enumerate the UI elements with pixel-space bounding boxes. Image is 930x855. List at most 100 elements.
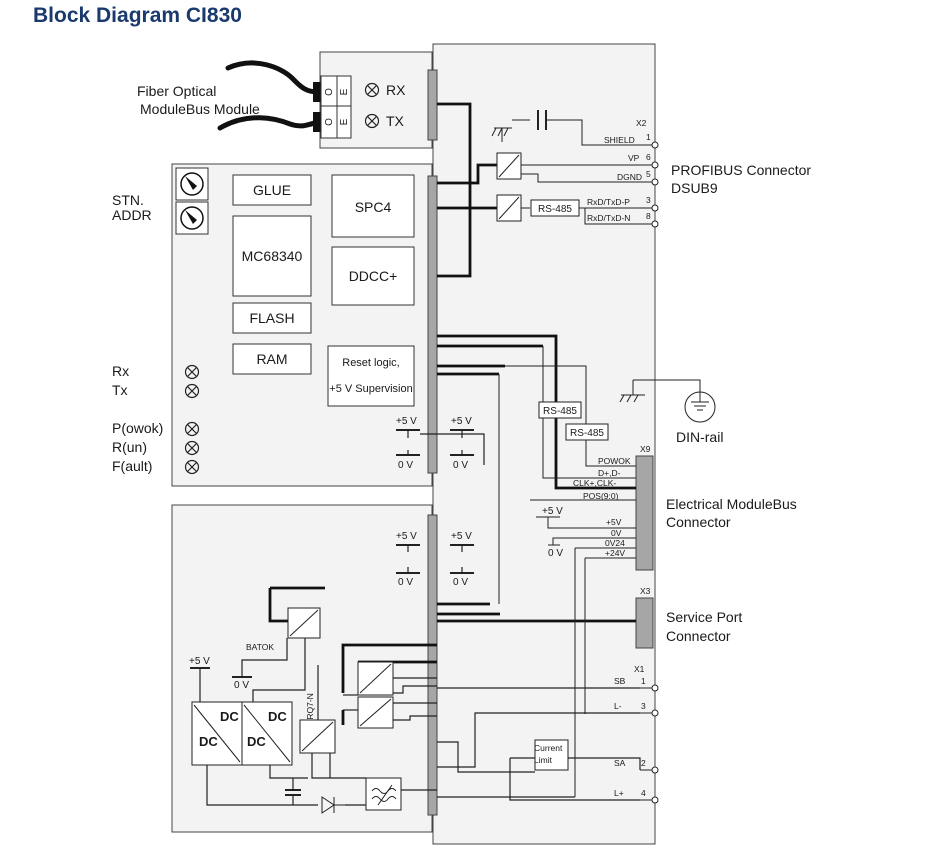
mb-clk: CLK+,CLK- xyxy=(573,478,616,488)
bus-power xyxy=(427,514,438,816)
led-indicators xyxy=(184,364,200,475)
modulebus-connector-id: X9 xyxy=(640,444,651,454)
pwr-0v-2: 0 V xyxy=(453,577,468,588)
rs485-profibus-label: RS-485 xyxy=(538,204,572,215)
cpu-0v-2: 0 V xyxy=(453,460,468,471)
glue-block xyxy=(232,174,312,206)
dc-plus5v: +5 V xyxy=(189,656,210,667)
current-limit-line1: Current xyxy=(534,743,563,753)
addr-label: ADDR xyxy=(112,207,152,223)
bus-cpu xyxy=(427,175,438,474)
rs485-modulebus-2 xyxy=(565,423,609,441)
spc4-label: SPC4 xyxy=(355,199,392,215)
x1-sa-no: 2 xyxy=(641,758,646,768)
svg-text:E: E xyxy=(339,88,350,95)
pin-rxdp-no: 3 xyxy=(646,195,651,205)
mb-plus24v: +24V xyxy=(605,548,625,558)
modulebus-connector-bar xyxy=(635,455,654,571)
mb-powok: POWOK xyxy=(598,456,631,466)
pin-dgnd-no: 5 xyxy=(646,169,651,179)
mb-pos: POS(9:0) xyxy=(583,491,619,501)
pin-rxdp: RxD/TxD-P xyxy=(587,197,630,207)
reset-logic-block xyxy=(327,345,415,407)
flash-label: FLASH xyxy=(249,310,294,326)
pin-shield: SHIELD xyxy=(604,135,635,145)
main-enclosure xyxy=(432,43,656,845)
mb-0v24: 0V24 xyxy=(605,538,625,548)
mc68340-block xyxy=(232,215,312,297)
x1-sa: SA xyxy=(614,758,626,768)
modulebus-wiring xyxy=(498,346,636,797)
fiber-rx-led xyxy=(364,82,380,98)
filter-icon xyxy=(365,777,402,811)
cpu-plus5v-2: +5 V xyxy=(451,416,472,427)
led-tx-label: Tx xyxy=(112,382,128,398)
power-board-symbols xyxy=(190,544,641,806)
pin-rxdn: RxD/TxD-N xyxy=(587,213,630,223)
svg-text:O: O xyxy=(324,118,335,126)
ddcc-block xyxy=(331,246,415,306)
profibus-optocoupler-icon xyxy=(496,152,522,222)
station-address-switch-icon xyxy=(175,167,209,235)
batok-label: BATOK xyxy=(246,642,274,652)
rs485-modulebus-2-label: RS-485 xyxy=(570,428,604,439)
profibus-wiring xyxy=(496,110,652,225)
x1-sb: SB xyxy=(614,676,626,686)
ram-label: RAM xyxy=(256,351,287,367)
pin-vp-no: 6 xyxy=(646,152,651,162)
power-optocoupler-icon xyxy=(287,607,394,754)
profibus-pin-circles xyxy=(651,141,659,228)
current-limit-line2: Limit xyxy=(534,755,553,765)
mb-plus5v: +5V xyxy=(606,517,622,527)
diode-icon xyxy=(321,796,345,814)
mb-0v: 0V xyxy=(611,528,622,538)
mb-0v-sym: 0 V xyxy=(548,548,563,559)
bus-fiber xyxy=(427,69,438,141)
dc-dc-converter-icon xyxy=(191,701,293,766)
pwr-0v-1: 0 V xyxy=(398,577,413,588)
service-name-2: Connector xyxy=(666,628,731,644)
mb-plus5v-sym: +5 V xyxy=(542,506,563,517)
cpu-power-symbols xyxy=(396,429,485,465)
fiber-label-line1: Fiber Optical xyxy=(137,83,216,99)
dc2-in: DC xyxy=(268,709,287,724)
led-p-label: P(owok) xyxy=(112,420,163,436)
reset-logic-label-2: +5 V Supervision xyxy=(329,383,412,395)
modulebus-name-2: Connector xyxy=(666,514,731,530)
rs485-modulebus-1-label: RS-485 xyxy=(543,406,577,417)
fiber-rx-label: RX xyxy=(386,82,406,98)
x1-sb-no: 1 xyxy=(641,676,646,686)
pin-dgnd: DGND xyxy=(617,172,642,182)
x1-lminus-no: 3 xyxy=(641,701,646,711)
x1-lplus-no: 4 xyxy=(641,788,646,798)
dc-0v: 0 V xyxy=(234,680,249,691)
fiber-tx-led xyxy=(364,113,380,129)
service-name-1: Service Port xyxy=(666,609,742,625)
pwr-plus5v-2: +5 V xyxy=(451,531,472,542)
led-rx-label: Rx xyxy=(112,363,129,379)
mb-data: D+,D- xyxy=(598,468,621,478)
glue-label: GLUE xyxy=(253,182,291,198)
flash-block xyxy=(232,302,312,334)
din-rail-label: DIN-rail xyxy=(676,429,723,445)
profibus-connector-id: X2 xyxy=(636,118,647,128)
profibus-name-2: DSUB9 xyxy=(671,180,718,196)
x1-lminus: L- xyxy=(614,701,622,711)
svg-text:E: E xyxy=(339,118,350,125)
ram-block xyxy=(232,343,312,375)
dc2-out: DC xyxy=(247,734,266,749)
reset-logic-label-1: Reset logic, xyxy=(342,357,399,369)
service-connector-id: X3 xyxy=(640,586,651,596)
ddcc-label: DDCC+ xyxy=(349,268,398,284)
dc1-out: DC xyxy=(199,734,218,749)
mc68340-label: MC68340 xyxy=(242,248,303,264)
current-limit-block xyxy=(534,739,569,771)
led-r-label: R(un) xyxy=(112,439,147,455)
diagram-title: Block Diagram CI830 xyxy=(33,4,242,27)
fiber-tx-label: TX xyxy=(386,113,405,129)
spc4-block xyxy=(331,174,415,238)
pin-rxdn-no: 8 xyxy=(646,211,651,221)
power-pin-wires xyxy=(640,687,652,801)
led-f-label: F(ault) xyxy=(112,458,152,474)
